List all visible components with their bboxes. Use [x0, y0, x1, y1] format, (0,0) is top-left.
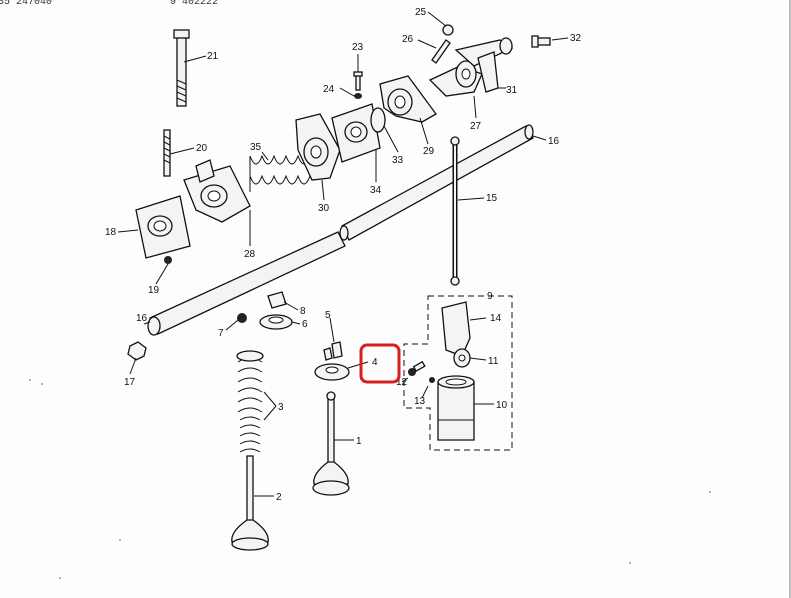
rocker-arm-center [295, 113, 341, 181]
long-stud [173, 29, 190, 107]
rocker-arm-left [183, 159, 251, 223]
callout-33: 33 [392, 155, 404, 166]
scan-noise [29, 379, 711, 579]
adjuster-screw [353, 71, 363, 99]
callout-31: 31 [506, 85, 518, 96]
exhaust-valve [231, 455, 269, 551]
callout-23: 23 [352, 42, 364, 53]
callout-25: 25 [415, 7, 427, 18]
rocker-pedestal-left [135, 195, 191, 259]
callout-20: 20 [196, 143, 208, 154]
callout-19: 19 [148, 285, 160, 296]
callout-11: 11 [488, 356, 499, 367]
tappet-bolt [408, 360, 426, 376]
header-mid-code: 9 402222 [170, 0, 218, 8]
callout-3: 3 [278, 402, 284, 413]
callout-28: 28 [244, 249, 256, 260]
callout-10: 10 [496, 400, 508, 411]
callout-17: 17 [124, 377, 136, 388]
callout-18: 18 [105, 227, 117, 238]
valve-cap [237, 313, 247, 323]
callout-24: 24 [323, 84, 335, 95]
callout-7: 7 [218, 328, 224, 339]
callout-27: 27 [470, 121, 482, 132]
cotter-halves-top [267, 291, 287, 309]
tappet-assembly-box [403, 295, 513, 451]
callout-labels: 21 20 18 19 28 35 30 34 33 29 23 24 25 2… [105, 7, 582, 503]
pushrod [450, 136, 460, 286]
rocker-arm-right [379, 75, 437, 123]
callout-13: 13 [414, 396, 426, 407]
callout-29: 29 [423, 146, 435, 157]
cotter-halves [323, 341, 343, 361]
highlight-box[interactable] [359, 343, 401, 384]
callout-6: 6 [302, 319, 308, 330]
callout-16-left: 16 [136, 313, 148, 324]
spring-retainer [314, 363, 350, 381]
callout-12: 12 [396, 377, 408, 388]
callout-1: 1 [356, 436, 362, 447]
thrust-washer [370, 107, 386, 133]
callout-9: 9 [487, 291, 493, 302]
callout-15: 15 [486, 193, 498, 204]
inlet-valve [312, 391, 350, 496]
callout-16-top: 16 [548, 136, 560, 147]
rocker-shaft [147, 124, 534, 336]
shaft-end-nut [127, 341, 147, 361]
tappet-washer [429, 377, 435, 383]
callout-35: 35 [250, 142, 262, 153]
pedestal-screw [164, 256, 172, 264]
callout-32: 32 [570, 33, 582, 44]
spring-retainer-top [259, 314, 293, 330]
rocker-pedestal-center [331, 103, 381, 163]
callout-14: 14 [490, 313, 502, 324]
callout-21: 21 [207, 51, 219, 62]
callout-26: 26 [402, 34, 414, 45]
short-stud [163, 129, 171, 177]
callout-4: 4 [372, 357, 378, 368]
callout-2: 2 [276, 492, 282, 503]
rocker-spacer-spring [249, 154, 311, 192]
valve-springs [236, 350, 264, 453]
adjuster-bolt [431, 24, 454, 64]
tappet-body [437, 375, 475, 441]
locating-bolt [531, 35, 551, 48]
header-left-code: 35 247040 [0, 0, 52, 8]
callout-5: 5 [325, 310, 331, 321]
tappet-roller-arm [441, 301, 471, 368]
callout-8: 8 [300, 306, 306, 317]
callout-34: 34 [370, 185, 382, 196]
rocker-arm-end [428, 37, 514, 97]
callout-30: 30 [318, 203, 330, 214]
leader-lines [117, 11, 569, 497]
